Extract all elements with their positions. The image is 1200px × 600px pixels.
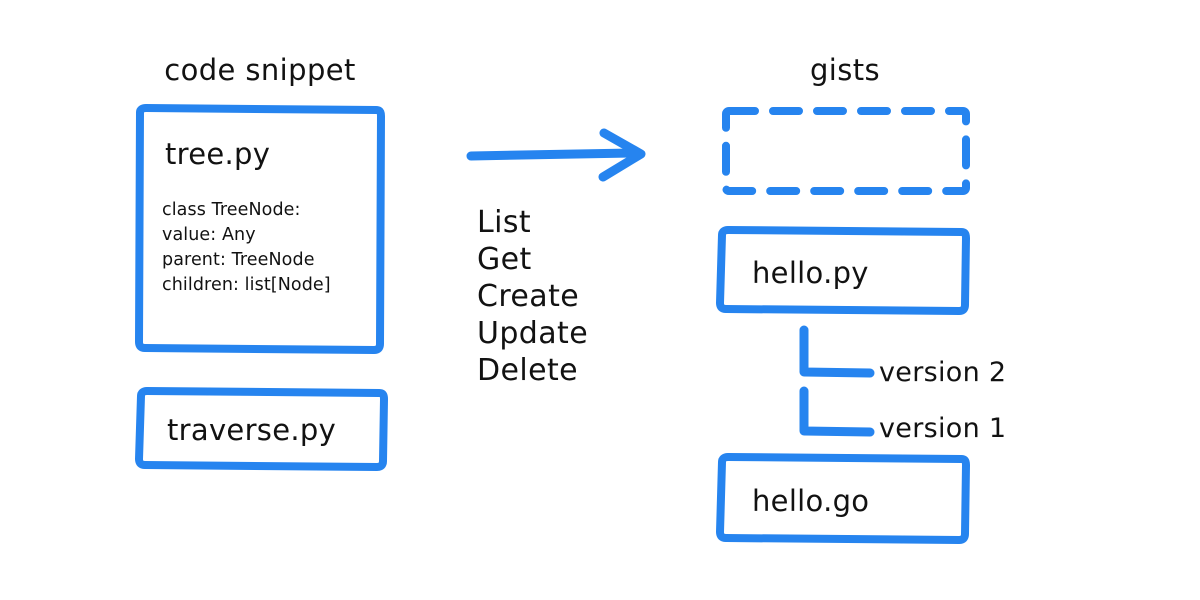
card-traverse-py-filename-label: traverse.py	[167, 413, 336, 447]
card-hello-py-filename: hello.py	[752, 256, 869, 290]
version-1-connector-icon	[799, 386, 875, 437]
version-label-1: version 1	[879, 413, 1006, 444]
card-hello-py-outline[interactable]	[716, 226, 970, 315]
card-tree-py-code-line-3: children: list[Node]	[162, 275, 331, 295]
card-tree-py-filename: tree.py	[165, 137, 270, 171]
operation-delete: Delete	[477, 353, 578, 388]
version-label-2: version 2	[879, 357, 1006, 388]
card-hello-go-filename: hello.go	[752, 484, 869, 518]
operation-list: List	[477, 205, 531, 240]
operation-get: Get	[477, 242, 532, 277]
operation-create: Create	[477, 279, 579, 314]
card-tree-py-outline[interactable]	[135, 104, 385, 354]
right-column-heading: gists	[810, 53, 880, 87]
card-hello-go-outline[interactable]	[716, 453, 970, 544]
operation-update: Update	[477, 316, 588, 351]
card-tree-py-code-line-0: class TreeNode:	[162, 200, 301, 220]
card-tree-py-code-line-1: value: Any	[162, 225, 256, 245]
version-2-connector-icon	[799, 325, 875, 378]
card-traverse-py-outline[interactable]	[135, 387, 388, 471]
card-placeholder-dashed[interactable]	[722, 107, 970, 195]
arrow-right-icon	[466, 128, 646, 182]
card-tree-py-code-line-2: parent: TreeNode	[162, 250, 315, 270]
left-column-heading: code snippet	[164, 53, 356, 87]
